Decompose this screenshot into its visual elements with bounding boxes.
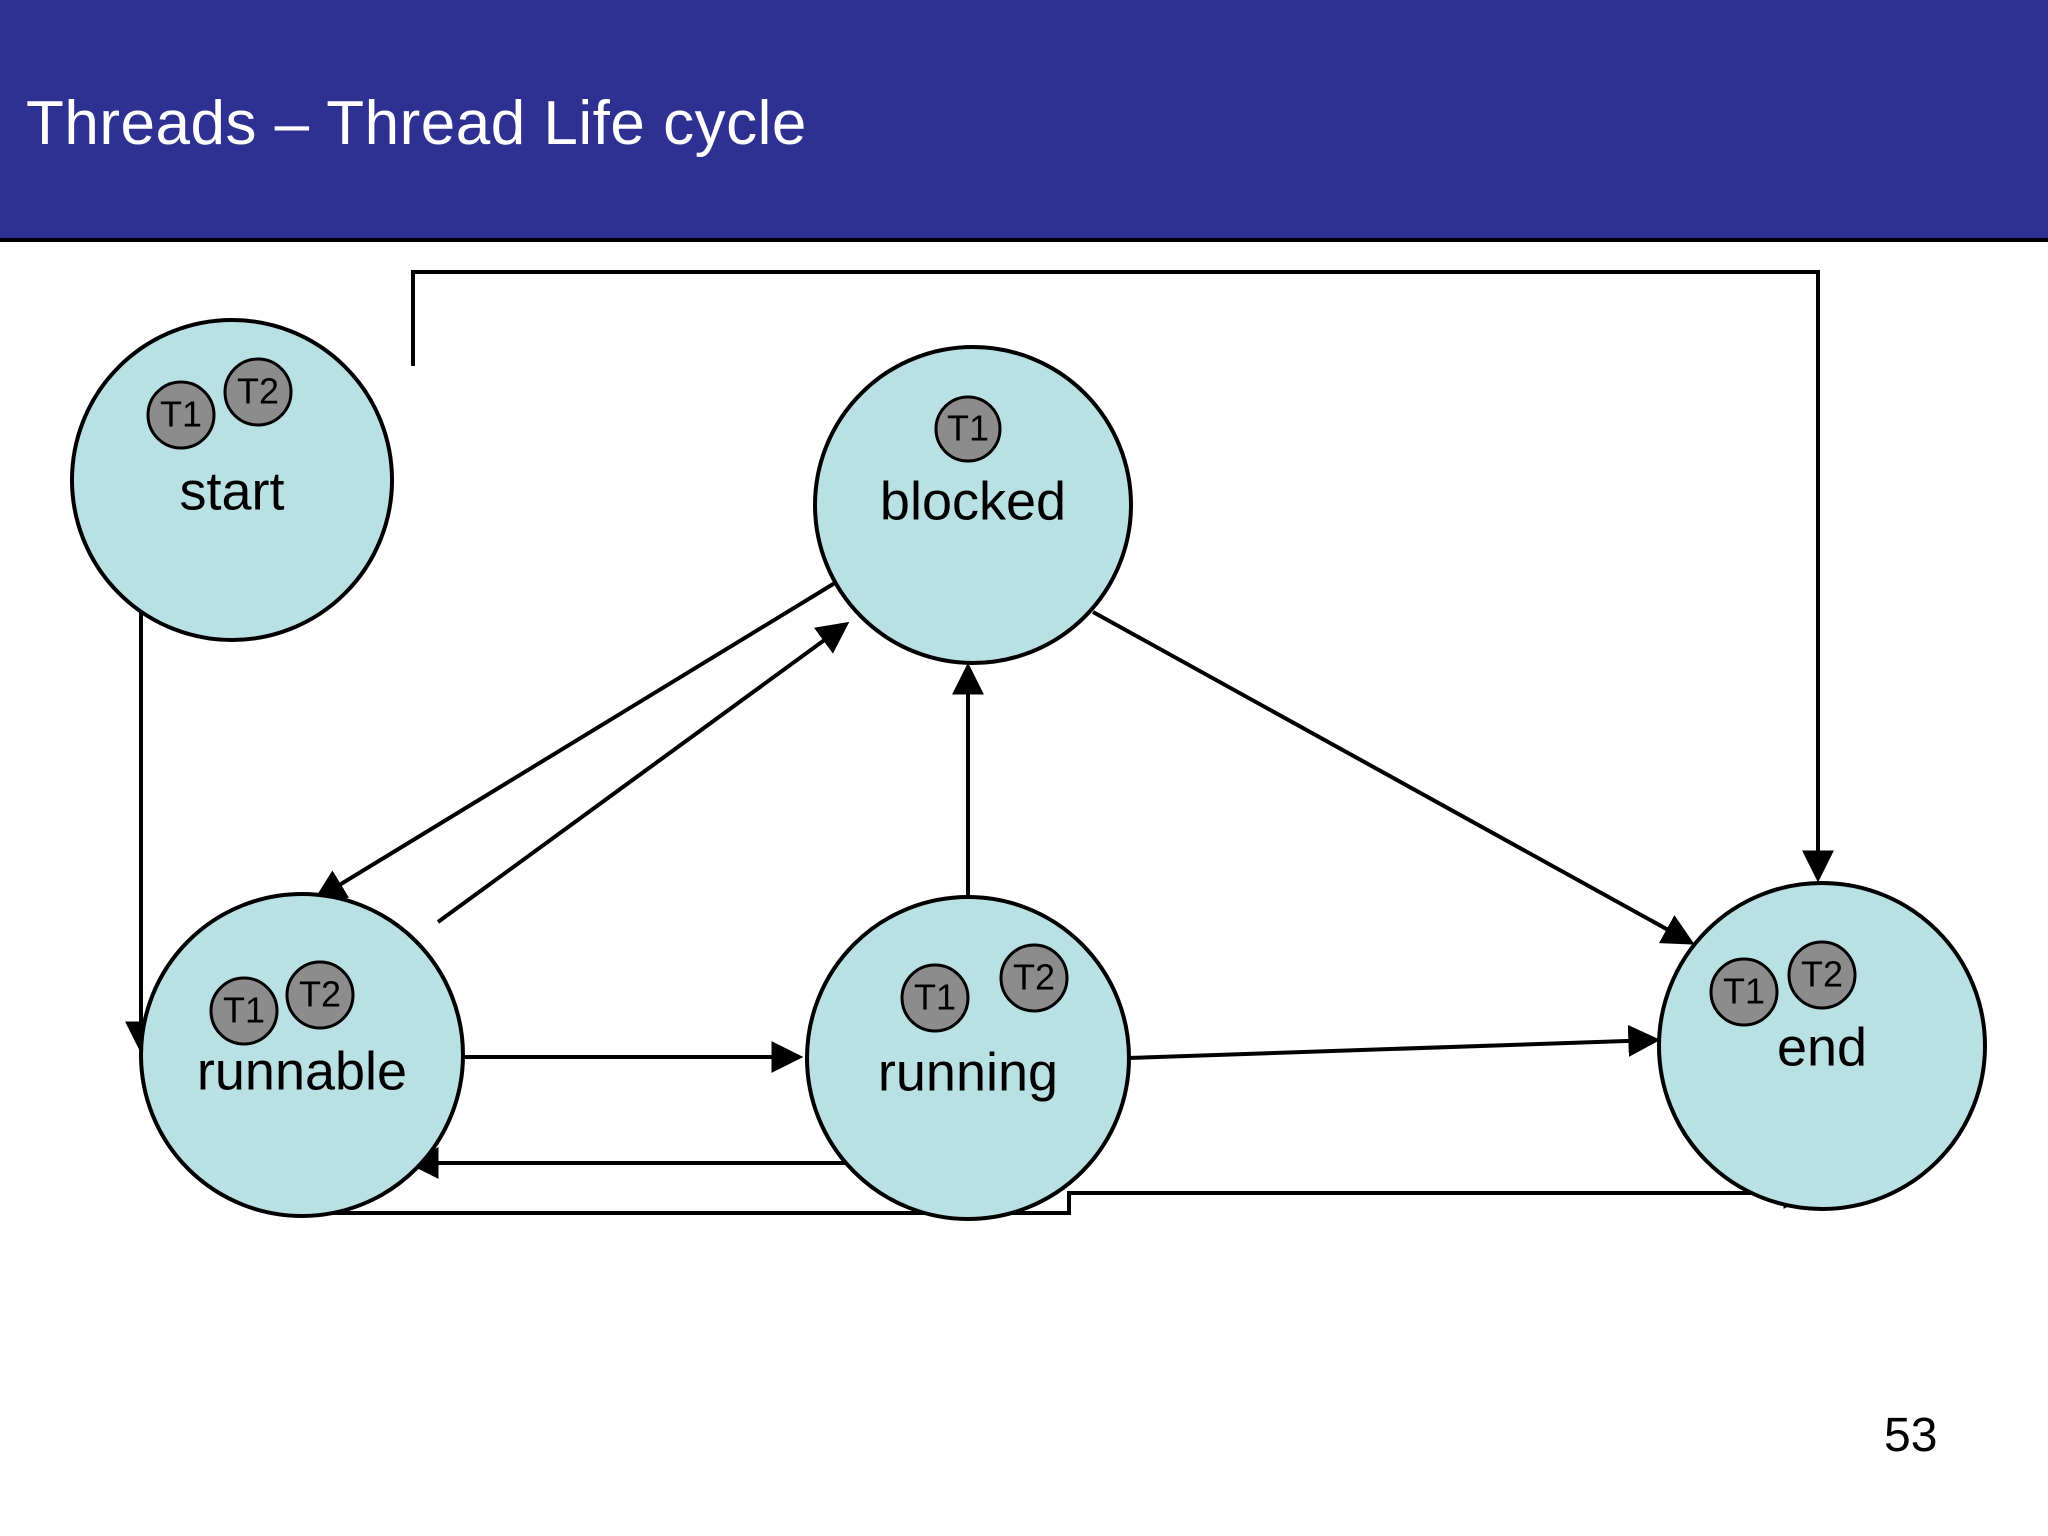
title-divider xyxy=(0,238,2048,242)
state-label-blocked: blocked xyxy=(880,471,1066,531)
thread-badge-end-t2: T2 xyxy=(1787,940,1857,1010)
edge-runnable-to-end xyxy=(316,1177,1816,1215)
thread-circle xyxy=(1709,957,1779,1027)
thread-badge-running-t2: T2 xyxy=(999,943,1069,1013)
thread-badge-runnable-t2: T2 xyxy=(285,960,355,1030)
thread-badge-label: T2 xyxy=(1801,954,1843,995)
thread-badge-label: T1 xyxy=(947,408,989,449)
page-number: 53 xyxy=(1884,1409,1938,1462)
thread-badge-runnable-t1: T1 xyxy=(209,976,279,1046)
thread-circle xyxy=(285,960,355,1030)
thread-badge-start-t2: T2 xyxy=(223,357,293,427)
thread-badge-label: T1 xyxy=(1723,971,1765,1012)
state-circle-blocked[interactable] xyxy=(813,345,1133,665)
title-bar: Threads – Thread Life cycle xyxy=(0,0,2048,238)
thread-circle xyxy=(223,357,293,427)
state-circle-runnable[interactable] xyxy=(139,892,465,1218)
thread-circle xyxy=(934,395,1002,463)
state-node-end[interactable]: T1 T2 end xyxy=(1657,881,1987,1211)
thread-badge-start-t1: T1 xyxy=(146,380,216,450)
thread-badge-running-t1: T1 xyxy=(900,963,970,1033)
thread-badge-label: T1 xyxy=(223,990,265,1031)
thread-badge-label: T2 xyxy=(1013,957,1055,998)
state-label-runnable: runnable xyxy=(197,1041,407,1101)
state-label-end: end xyxy=(1777,1017,1867,1077)
state-node-blocked[interactable]: T1 blocked xyxy=(813,345,1133,665)
edge-start-to-end xyxy=(411,270,1834,883)
thread-badge-label: T1 xyxy=(160,394,202,435)
thread-badge-label: T2 xyxy=(237,371,279,412)
state-label-start: start xyxy=(179,461,284,521)
thread-badge-blocked-t1: T1 xyxy=(934,395,1002,463)
thread-badge-label: T1 xyxy=(914,977,956,1018)
thread-circle xyxy=(146,380,216,450)
thread-circle xyxy=(999,943,1069,1013)
edge-blocked-to-end xyxy=(1092,610,1695,945)
state-label-running: running xyxy=(878,1042,1058,1102)
state-node-start[interactable]: T1 T2 start xyxy=(70,318,394,642)
thread-badge-end-t1: T1 xyxy=(1709,957,1779,1027)
thread-circle xyxy=(1787,940,1857,1010)
state-node-runnable[interactable]: T1 T2 runnable xyxy=(139,892,465,1218)
edge-blocked-to-runnable xyxy=(313,573,850,901)
edge-runnable-to-blocked xyxy=(436,621,850,924)
state-node-running[interactable]: T1 T2 running xyxy=(805,895,1131,1221)
thread-badge-label: T2 xyxy=(299,974,341,1015)
page-title: Threads – Thread Life cycle xyxy=(26,89,807,158)
thread-circle xyxy=(209,976,279,1046)
thread-circle xyxy=(900,963,970,1033)
edge-running-to-end xyxy=(1127,1024,1661,1060)
